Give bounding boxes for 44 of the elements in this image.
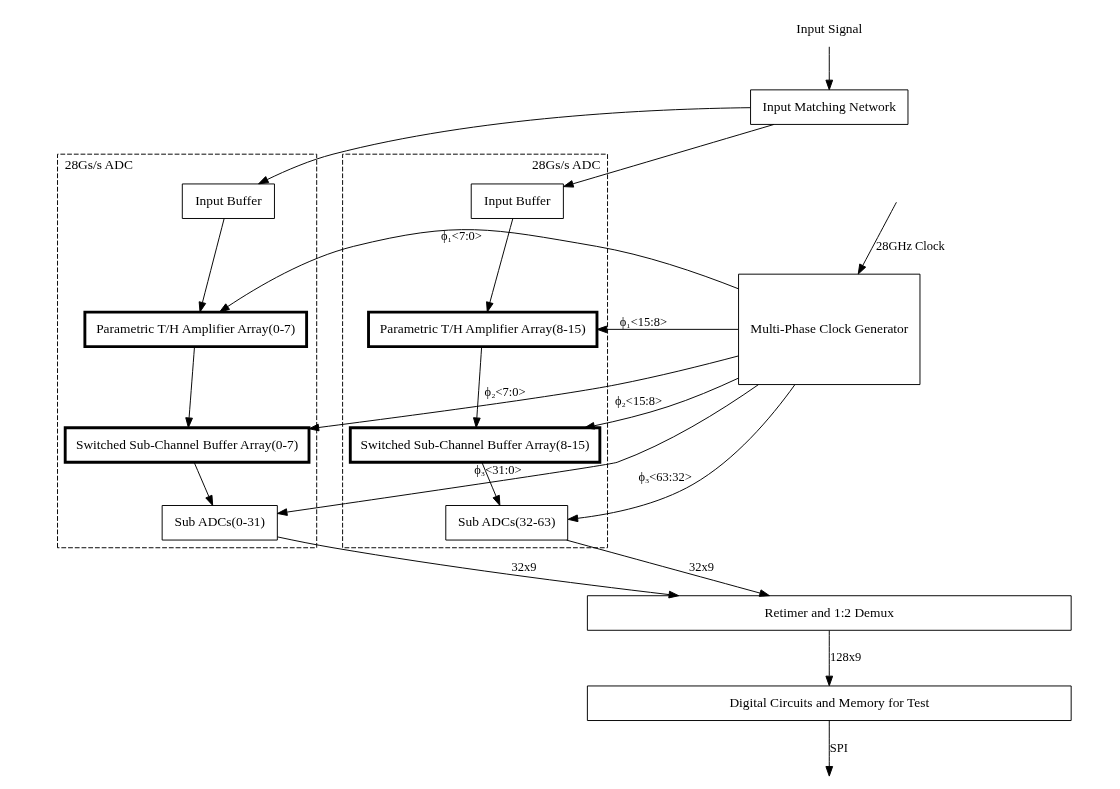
edge-label: 32x9 <box>511 560 536 575</box>
arrow <box>472 346 482 428</box>
arrow <box>276 536 679 599</box>
node-box: Switched Sub-Channel Buffer Array(8-15) <box>348 426 601 464</box>
arrow <box>218 229 739 313</box>
arrow <box>257 107 751 185</box>
edge-label: 128x9 <box>829 650 861 665</box>
edge-label: ϕ₂<7:0> <box>484 384 526 399</box>
arrow <box>857 201 897 275</box>
edge-label: SPI <box>829 740 848 755</box>
arrow <box>567 384 795 523</box>
arrow <box>824 720 833 777</box>
node-text: Input Signal <box>795 20 862 36</box>
arrow <box>193 461 213 506</box>
node-box: Digital Circuits and Memory for Test <box>586 685 1072 721</box>
edge-label: ϕ₂<15:8> <box>614 393 662 408</box>
edge-label: 28GHz Clock <box>875 238 945 253</box>
arrow <box>485 218 513 313</box>
node-box: Input Matching Network <box>749 89 908 125</box>
arrow <box>184 346 195 428</box>
node-box: Input Buffer <box>181 183 275 219</box>
arrow <box>480 461 500 506</box>
node-box: Parametric T/H Amplifier Array(0-7) <box>82 310 308 349</box>
edge-label: ϕ₁<7:0> <box>440 229 482 244</box>
arrow <box>562 124 774 188</box>
arrow <box>198 218 225 313</box>
node-box: Multi-Phase Clock Generator <box>737 273 920 386</box>
node-box: Input Buffer <box>470 183 564 219</box>
arrow <box>596 325 739 334</box>
node-box: Sub ADCs(0-31) <box>161 505 278 541</box>
arrow <box>824 46 833 91</box>
edge-label: 32x9 <box>688 560 714 575</box>
arrow <box>583 377 739 430</box>
arrow <box>308 355 739 432</box>
node-box: Switched Sub-Channel Buffer Array(0-7) <box>63 426 310 464</box>
node-box: Parametric T/H Amplifier Array(8-15) <box>366 310 598 349</box>
arrow <box>824 630 833 687</box>
arrow <box>565 539 770 597</box>
node-box: Retimer and 1:2 Demux <box>586 595 1072 631</box>
edge-label: ϕ₃<63:32> <box>637 469 692 484</box>
node-box: Sub ADCs(32-63) <box>444 505 568 541</box>
arrow <box>276 384 759 516</box>
edge-label: ϕ₃<31:0> <box>473 463 521 478</box>
edge-label: ϕ₁<15:8> <box>619 314 667 329</box>
